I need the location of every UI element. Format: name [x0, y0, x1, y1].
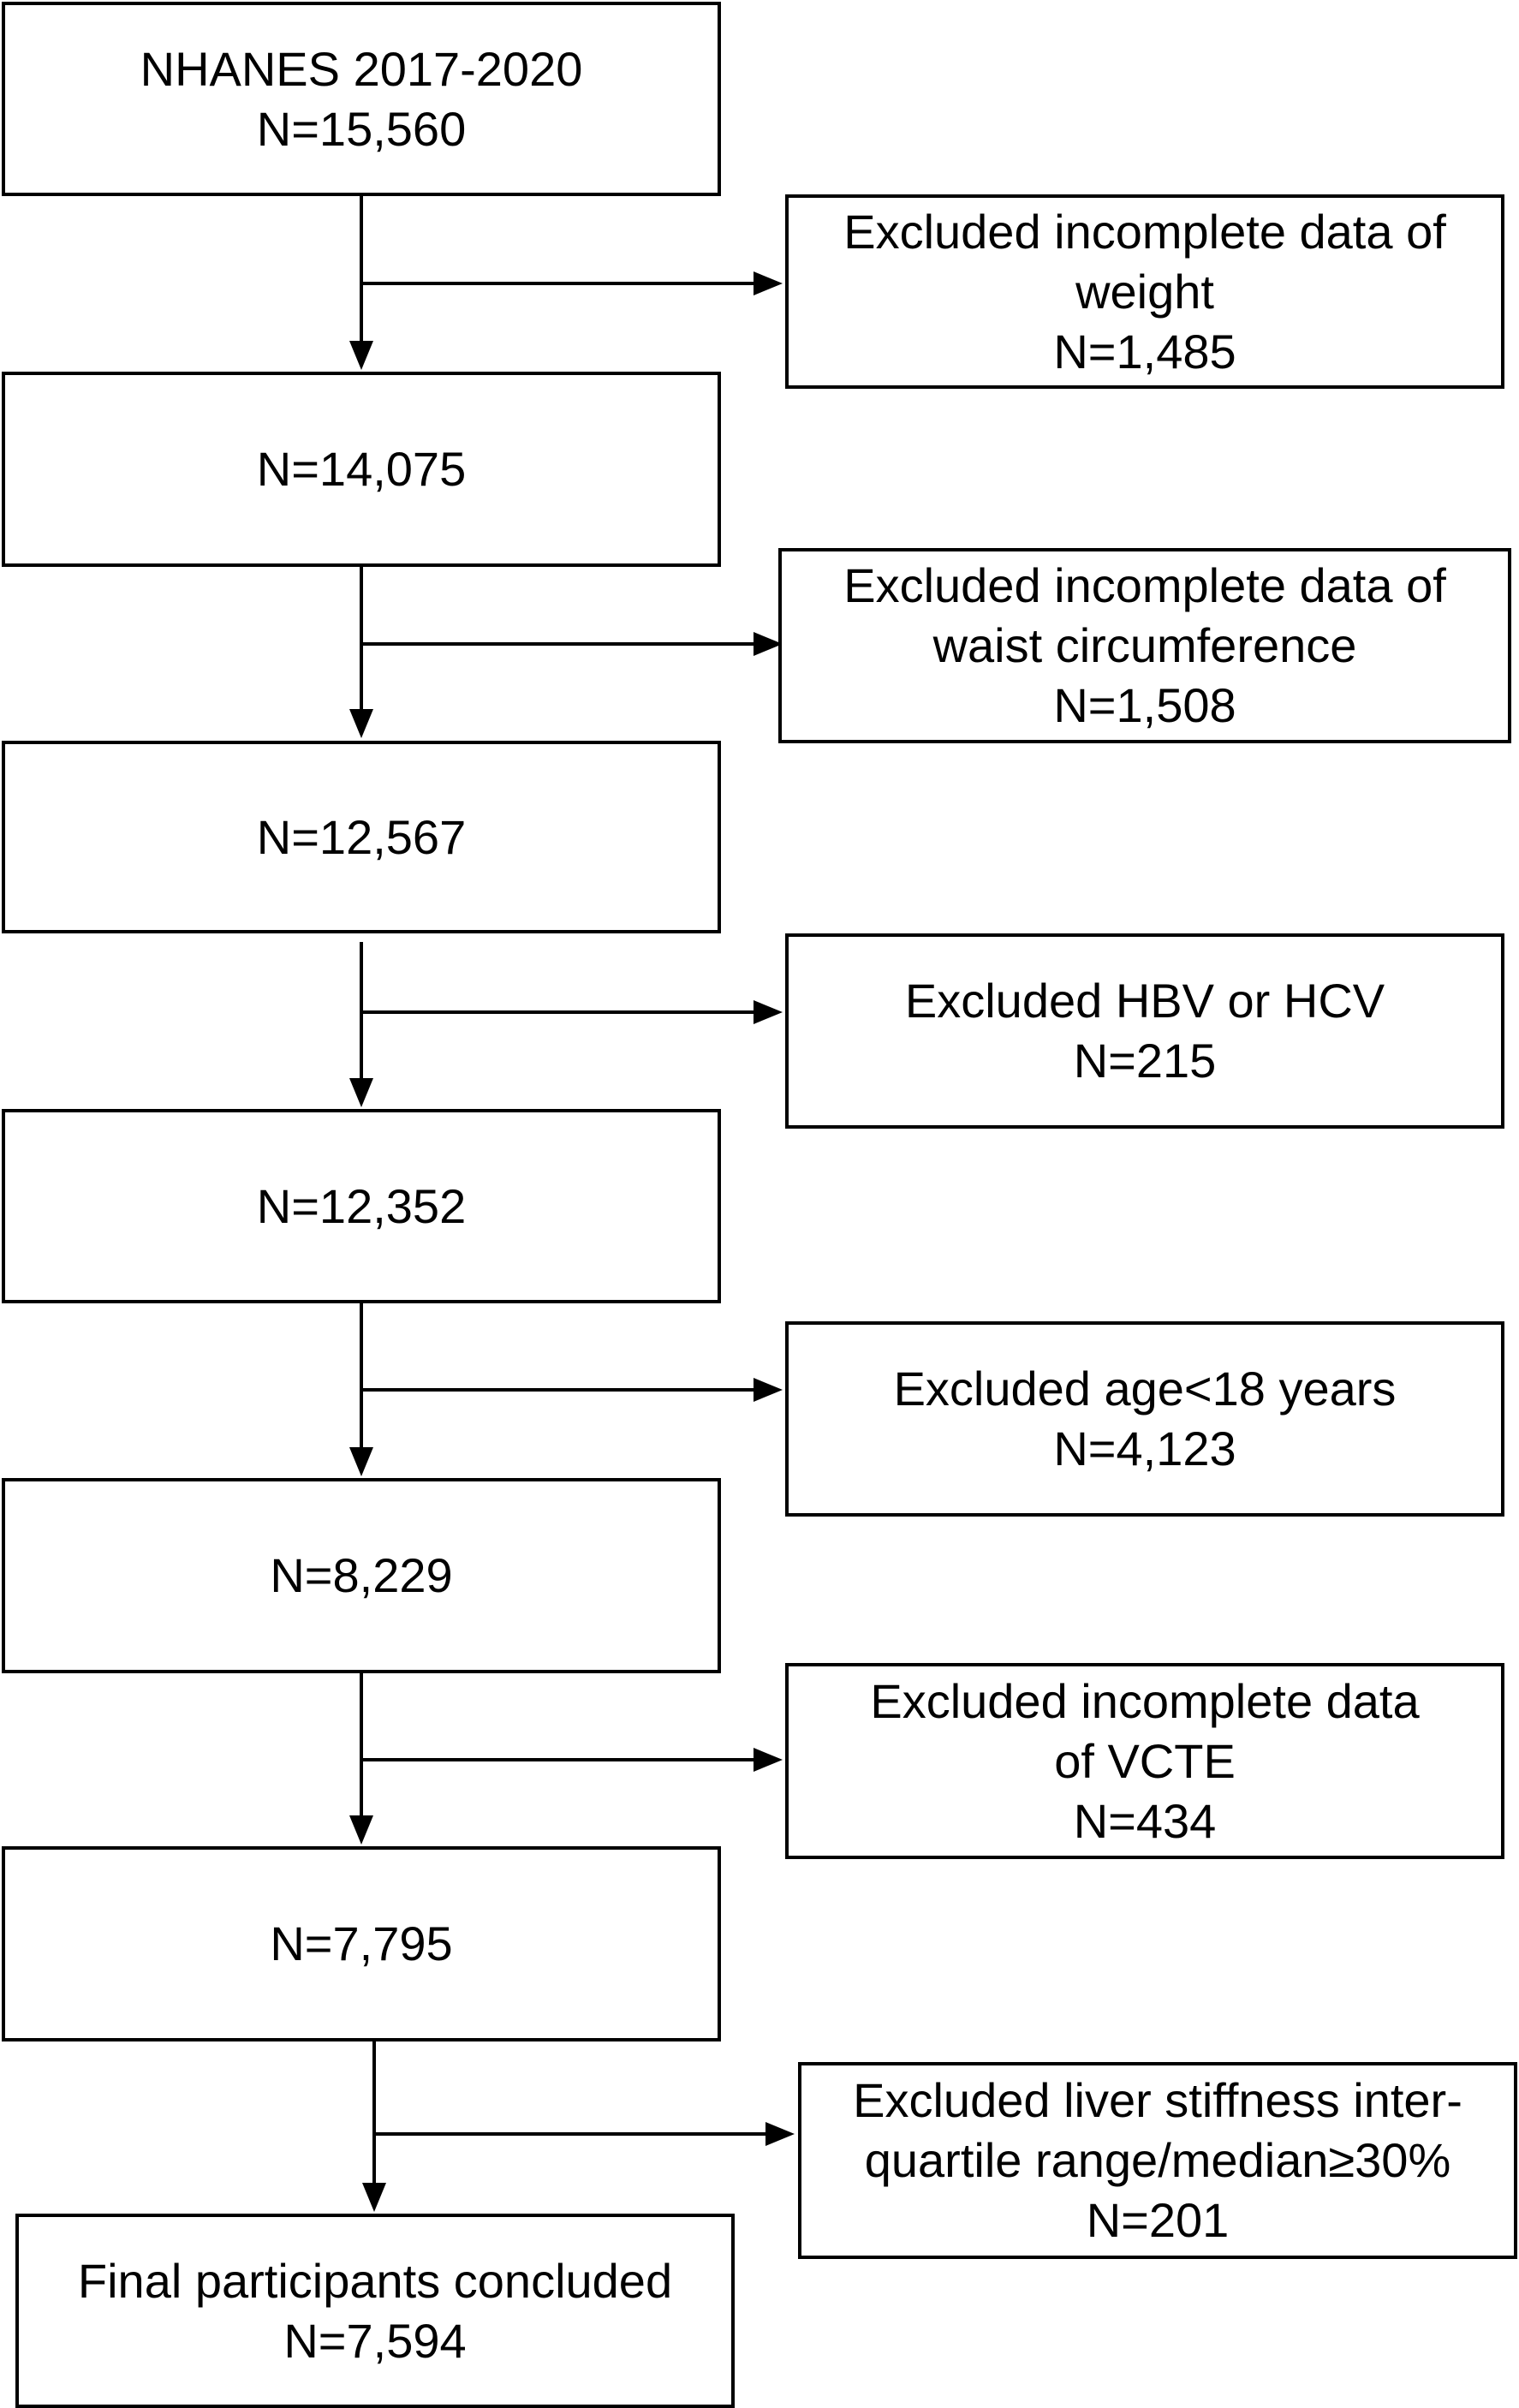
- exclusion-age-box: Excluded age<18 years N=4,123: [785, 1321, 1504, 1517]
- exclusion-reason: waist circumference: [932, 618, 1357, 672]
- step-6-box: N=7,795: [2, 1846, 721, 2041]
- step-count: N=12,567: [256, 809, 467, 864]
- exclusion-reason: Excluded age<18 years: [893, 1362, 1397, 1416]
- exclusion-vcte-box: Excluded incomplete data of VCTE N=434: [785, 1663, 1504, 1859]
- step-count: N=8,229: [270, 1548, 453, 1602]
- exclusion-reason: Excluded liver stiffness inter-: [853, 2073, 1462, 2127]
- exclusion-reason: Excluded incomplete data of: [843, 204, 1446, 259]
- step-2-box: N=14,075: [2, 372, 721, 567]
- exclusion-count: N=4,123: [1053, 1422, 1236, 1475]
- final-count: N=7,594: [283, 2313, 467, 2368]
- exclusion-reason: weight: [1075, 264, 1214, 319]
- exclusion-reason: Excluded incomplete data of: [843, 558, 1446, 612]
- step-nhanes-box: NHANES 2017-2020 N=15,560: [2, 2, 721, 196]
- exclusion-reason: Excluded incomplete data: [870, 1673, 1420, 1728]
- exclusion-hbv-hcv-box: Excluded HBV or HCV N=215: [785, 933, 1504, 1129]
- step-count: N=15,560: [256, 101, 467, 156]
- arrowhead-right-5: [754, 1748, 783, 1772]
- step-count: N=14,075: [256, 442, 467, 496]
- exclusion-count: N=201: [1086, 2193, 1230, 2247]
- exclusion-reason: quartile range/median≥30%: [864, 2133, 1451, 2187]
- step-4-box: N=12,352: [2, 1109, 721, 1303]
- exclusion-reason: of VCTE: [1054, 1733, 1236, 1788]
- step-count: N=12,352: [256, 1178, 467, 1233]
- arrowhead-right-2: [754, 632, 783, 656]
- exclusion-waist-box: Excluded incomplete data of waist circum…: [778, 548, 1511, 743]
- step-3-box: N=12,567: [2, 741, 721, 933]
- final-title: Final participants concluded: [77, 2253, 673, 2308]
- exclusion-count: N=215: [1073, 1034, 1217, 1088]
- arrowhead-right-6: [765, 2122, 795, 2146]
- arrowhead-down-1: [349, 341, 373, 370]
- arrowhead-down-2: [349, 709, 373, 738]
- arrowhead-right-3: [754, 1000, 783, 1024]
- arrowhead-right-1: [754, 271, 783, 295]
- exclusion-reason: Excluded HBV or HCV: [904, 974, 1385, 1028]
- exclusion-count: N=1,508: [1053, 678, 1236, 732]
- arrowhead-right-4: [754, 1378, 783, 1402]
- arrowhead-down-5: [349, 1815, 373, 1845]
- arrowhead-down-4: [349, 1447, 373, 1476]
- exclusion-liver-stiffness-box: Excluded liver stiffness inter- quartile…: [798, 2062, 1517, 2259]
- exclusion-count: N=434: [1073, 1793, 1217, 1848]
- arrowhead-down-6: [362, 2183, 386, 2212]
- exclusion-weight-box: Excluded incomplete data of weight N=1,4…: [785, 194, 1504, 389]
- step-5-box: N=8,229: [2, 1478, 721, 1673]
- step-count: N=7,795: [270, 1916, 453, 1970]
- arrowhead-down-3: [349, 1078, 373, 1107]
- exclusion-count: N=1,485: [1053, 324, 1236, 378]
- final-participants-box: Final participants concluded N=7,594: [15, 2214, 735, 2408]
- step-title: NHANES 2017-2020: [140, 41, 583, 96]
